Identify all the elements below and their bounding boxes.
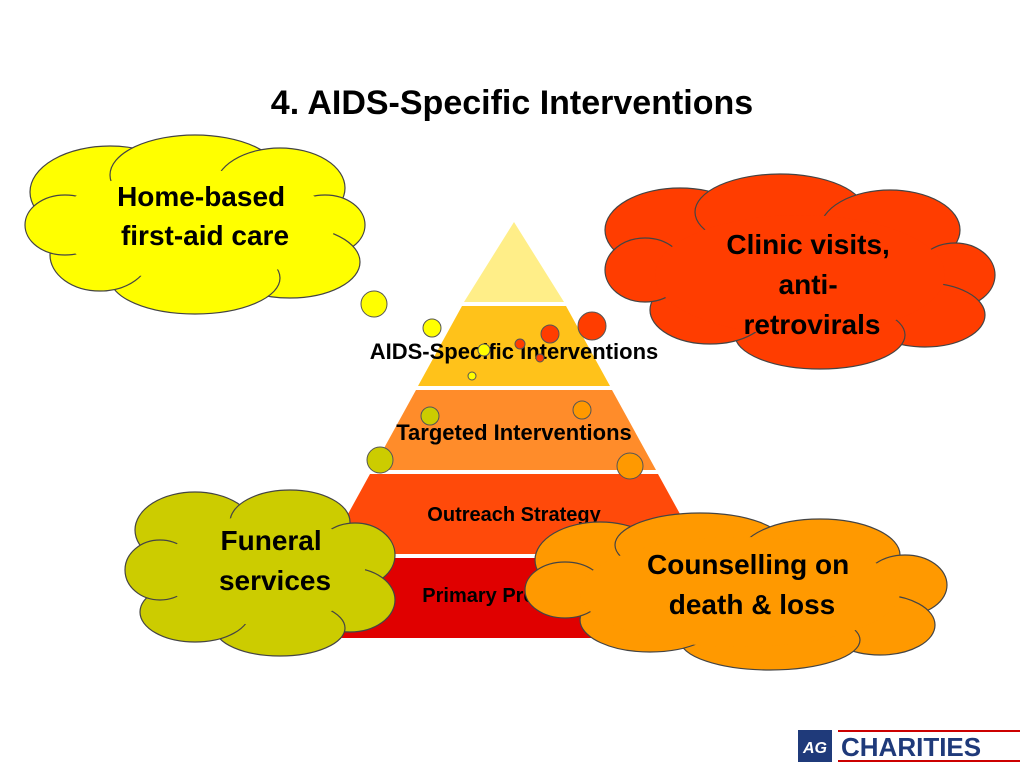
logo-mark-box xyxy=(798,730,832,762)
bubble-trail-funeral xyxy=(366,406,440,474)
cloud-funeral-text-2: services xyxy=(219,565,331,596)
svg-text:Counselling on death &: Counselling on death & loss xyxy=(647,549,857,620)
pyramid-label-targeted: Targeted Interventions xyxy=(396,420,632,445)
cloud-home-text-2: first-aid care xyxy=(121,220,289,251)
svg-text:Home-based first-aid c: Home-based first-aid care xyxy=(117,181,293,251)
slide-title: 4. AIDS-Specific Interventions xyxy=(270,84,754,122)
bubble-trail-counselling xyxy=(572,400,644,480)
cloud-clinic-text-3: retrovirals xyxy=(744,309,881,340)
bubble-trail-home xyxy=(360,290,491,381)
bubble-trail-clinic xyxy=(514,311,607,363)
cloud-clinic-text-2: anti- xyxy=(779,269,838,300)
cloud-funeral: Funeral services xyxy=(124,489,396,657)
logo-mark-text: AG xyxy=(802,740,827,757)
pyramid-level-aids-specific xyxy=(418,306,610,386)
pyramid-apex xyxy=(464,222,564,302)
cloud-home-based: Home-based first-aid care xyxy=(24,134,366,315)
logo-wordmark: CHARITIES xyxy=(841,732,981,762)
svg-text:Clinic visits, anti-: Clinic visits, anti- retrovirals xyxy=(726,229,897,340)
cloud-counselling-text-1: Counselling on xyxy=(647,549,849,580)
svg-text:Funeral services: Funeral services xyxy=(219,525,331,596)
cloud-clinic-text-1: Clinic visits, xyxy=(726,229,889,260)
pyramid-label-aids-specific: AIDS-Specific Interventions xyxy=(370,339,659,364)
cloud-funeral-text-1: Funeral xyxy=(221,525,322,556)
cloud-counselling-text-2: death & loss xyxy=(669,589,835,620)
cloud-home-text-1: Home-based xyxy=(117,181,285,212)
cloud-clinic: Clinic visits, anti- retrovirals xyxy=(604,173,996,370)
charities-logo: AG CHARITIES xyxy=(798,730,1020,762)
cloud-counselling: Counselling on death & loss xyxy=(524,512,948,671)
pyramid-label-outreach: Outreach Strategy xyxy=(427,504,601,526)
